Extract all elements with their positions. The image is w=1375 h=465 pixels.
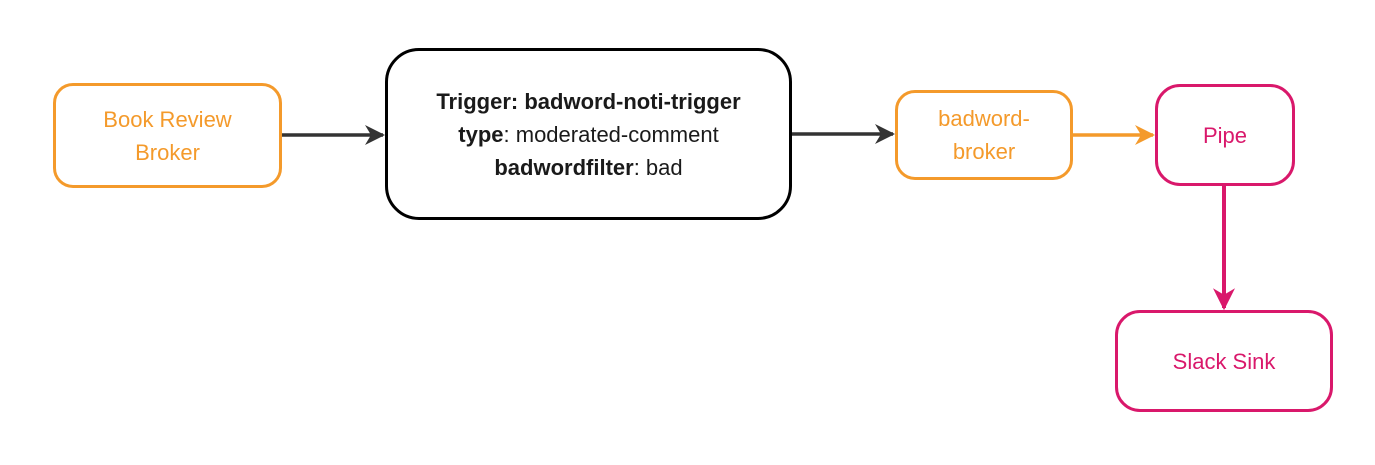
trigger-filter-line1: Trigger: badword-noti-trigger — [436, 85, 740, 118]
node-slack-sink: Slack Sink — [1115, 310, 1333, 412]
trigger-filter-line3: badwordfilter: bad — [494, 151, 682, 184]
trigger-filter-line3-value: : bad — [633, 154, 683, 180]
node-book-review-broker: Book Review Broker — [53, 83, 282, 188]
trigger-filter-line2-value: : moderated-comment — [503, 121, 719, 147]
node-badword-broker-label-line2: broker — [952, 139, 1016, 164]
node-book-review-broker-label-line1: Book Review — [103, 106, 232, 132]
trigger-filter-line1-text: Trigger: badword-noti-trigger — [436, 88, 741, 114]
node-trigger-filter: Trigger: badword-noti-trigger type: mode… — [385, 48, 792, 220]
trigger-filter-line3-key: badwordfilter — [494, 154, 634, 180]
node-badword-broker: badword- broker — [895, 90, 1073, 180]
node-book-review-broker-label-line2: Broker — [135, 139, 200, 165]
trigger-filter-line2: type: moderated-comment — [458, 118, 718, 151]
node-badword-broker-label-line1: badword- — [938, 106, 1030, 131]
node-pipe: Pipe — [1155, 84, 1295, 186]
trigger-filter-line2-key: type — [458, 121, 504, 147]
node-pipe-label: Pipe — [1202, 122, 1248, 148]
node-slack-sink-label: Slack Sink — [1172, 348, 1276, 374]
